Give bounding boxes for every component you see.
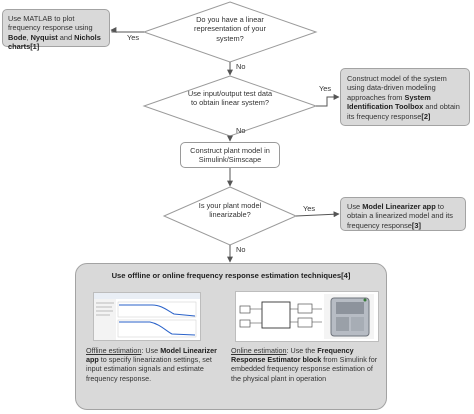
q2-yes-label: Yes bbox=[319, 84, 332, 93]
estimation-title: Use offline or online frequency response… bbox=[111, 271, 351, 280]
q1-yes-label: Yes bbox=[127, 33, 140, 42]
arrow-q2-yes bbox=[316, 94, 340, 107]
plots-sep: , bbox=[26, 32, 31, 42]
linapp-ref: [3] bbox=[411, 220, 421, 230]
model-linearizer-box: Use Model Linearizer app to obtain a lin… bbox=[340, 197, 466, 231]
linapp-text-b: to obtain a linearized model and its fre… bbox=[347, 202, 453, 230]
system-identification-box: Construct model of the system using data… bbox=[340, 68, 470, 126]
arrow-q1-yes bbox=[110, 27, 144, 33]
sysid-text-a: Construct model of the system using data… bbox=[347, 74, 447, 102]
q1-no-label: No bbox=[236, 62, 246, 71]
offline-caption: Offline estimation: Use Model Linearizer… bbox=[86, 346, 222, 383]
sysid-toolbox-label: System Identification Toolbox bbox=[347, 92, 431, 112]
online-block-label: Frequency Response Estimator block bbox=[231, 346, 354, 365]
plots-text-b: and bbox=[57, 32, 75, 42]
q2-no-label: No bbox=[236, 126, 246, 135]
simulink-hardware-graphic bbox=[239, 294, 374, 339]
plant-model-text: Construct plant model in Simulink/Simsca… bbox=[190, 146, 270, 165]
decision-1-text: Do you have a linear representation of y… bbox=[194, 15, 266, 43]
offline-heading: Offline estimation bbox=[86, 346, 142, 355]
linapp-text-a: Use bbox=[347, 202, 363, 211]
plots-ref: [1] bbox=[30, 42, 40, 52]
frequency-plots-box: Use MATLAB to plot frequency response us… bbox=[2, 9, 110, 51]
online-text-a: : Use the bbox=[286, 346, 318, 355]
offline-text-a: : Use bbox=[141, 346, 161, 355]
nichols-label: Nichols charts bbox=[8, 32, 101, 52]
decision-2-text: Use input/output test data to obtain lin… bbox=[187, 89, 273, 108]
online-screenshot bbox=[235, 291, 379, 342]
offline-screenshot bbox=[93, 292, 201, 341]
offline-text-b: to specify linearization settings, set i… bbox=[86, 355, 212, 383]
plots-text-a: Use MATLAB to plot frequency response us… bbox=[8, 14, 93, 33]
bode-label: Bode bbox=[8, 32, 27, 42]
arrow-q3-yes bbox=[295, 211, 340, 218]
q3-yes-label: Yes bbox=[303, 204, 316, 213]
plant-model-box: Construct plant model in Simulink/Simsca… bbox=[180, 142, 280, 168]
sysid-ref: [2] bbox=[421, 111, 431, 121]
sysid-text-b: and obtain its frequency response bbox=[347, 102, 460, 121]
online-text-b: from Simulink for embedded frequency res… bbox=[231, 355, 378, 383]
linapp-app-label: Model Linearizer app bbox=[362, 202, 436, 211]
nyquist-label: Nyquist bbox=[30, 32, 58, 42]
estimation-techniques-box: Use offline or online frequency response… bbox=[75, 263, 387, 410]
bode-plot-graphic bbox=[94, 293, 200, 340]
online-heading: Online estimation bbox=[231, 346, 287, 355]
online-caption: Online estimation: Use the Frequency Res… bbox=[231, 346, 381, 383]
q3-no-label: No bbox=[236, 245, 246, 254]
offline-app-label: Model Linearizer app bbox=[86, 346, 217, 365]
decision-3-text: Is your plant model linearizable? bbox=[198, 201, 262, 220]
